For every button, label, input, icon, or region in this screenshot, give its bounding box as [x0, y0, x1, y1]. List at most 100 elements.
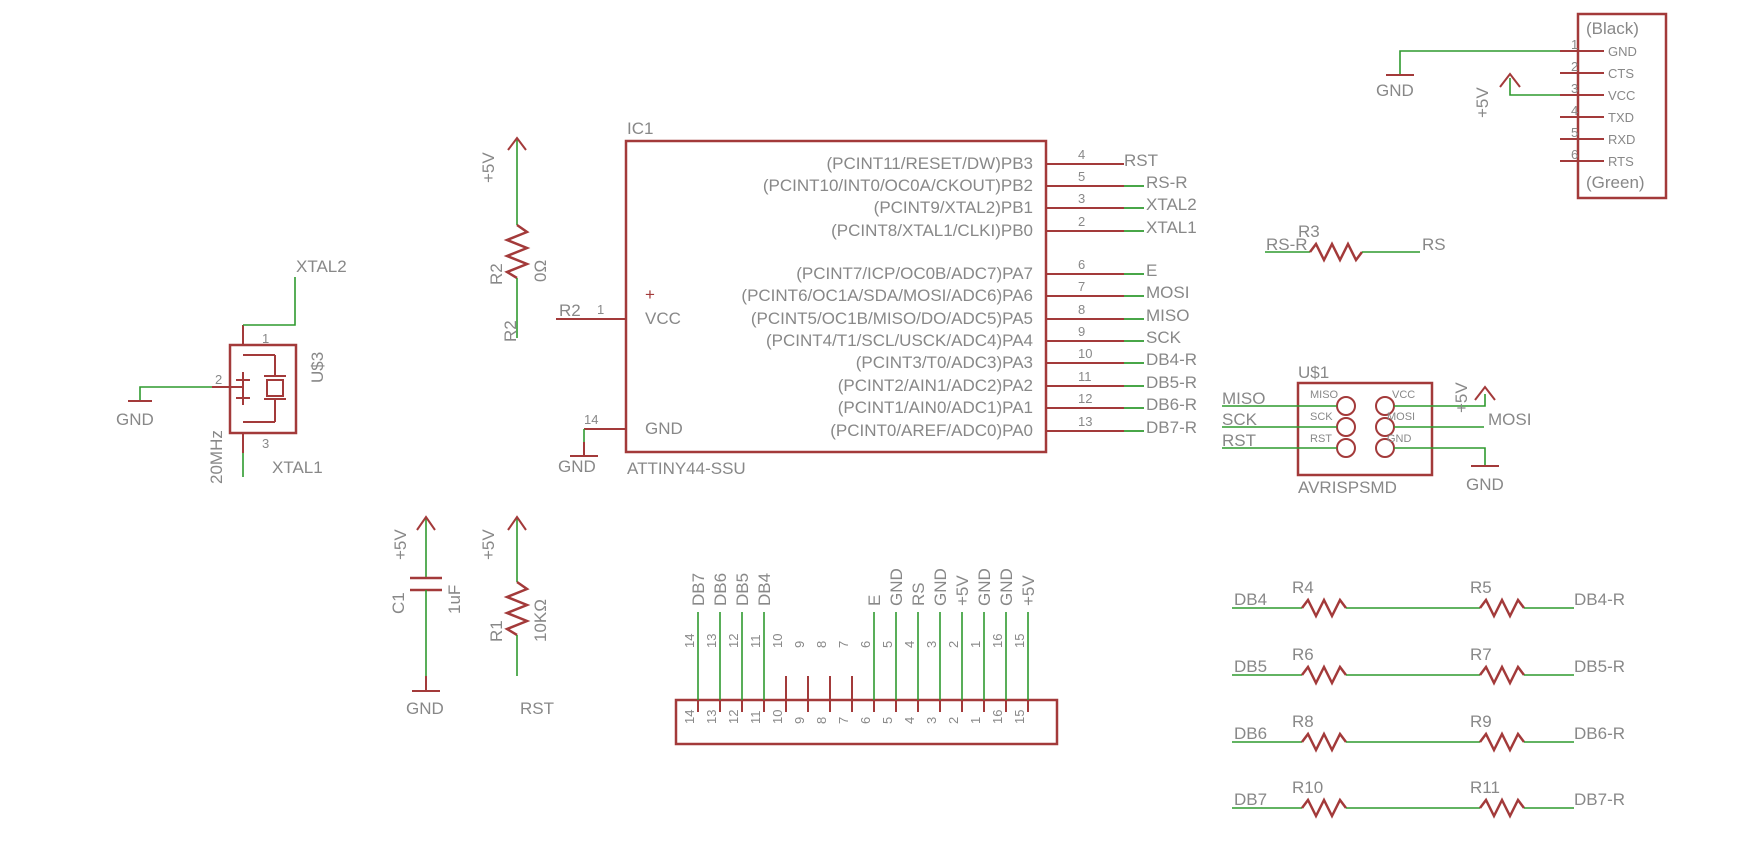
ftdi-gnd-net: GND: [1376, 81, 1414, 100]
net-label-xtal1: XTAL1: [272, 458, 323, 477]
pair-ref-a: R4: [1292, 578, 1314, 597]
ic1-vcc-pin-label: VCC: [645, 309, 681, 328]
lcd-pin-net-label: E: [865, 595, 884, 606]
ic1-pin-label: (PCINT9/XTAL2)PB1: [874, 198, 1033, 217]
supply-arrow: [1474, 385, 1496, 401]
ftdi-pin-number: 1: [1571, 37, 1578, 52]
ic1-pin-label: (PCINT1/AIN0/ADC1)PA1: [838, 398, 1033, 417]
ic1-pin-number: 6: [1078, 257, 1085, 272]
isp-pin-vcc: VCC: [1392, 389, 1415, 401]
ftdi-body: [1576, 12, 1668, 200]
ic1-pin-number: 5: [1078, 169, 1085, 184]
pair-right-net: DB7-R: [1574, 790, 1625, 809]
resistor-symbol: [1479, 797, 1525, 819]
pair-ref-b: R5: [1470, 578, 1492, 597]
ic1-pin-number: 12: [1078, 391, 1092, 406]
capacitor-c1[interactable]: +5V C1 1uF GND: [389, 515, 464, 718]
lcd-pin-number-bottom: 2: [946, 717, 961, 724]
supply-arrow: [507, 136, 527, 151]
crystal-pin1-number: 1: [262, 331, 269, 346]
c1-ref: C1: [389, 592, 408, 614]
pair-right-net: DB5-R: [1574, 657, 1625, 676]
lcd-pin-number-top: 15: [1012, 634, 1027, 648]
lcd-pin-net-label: GND: [997, 568, 1016, 606]
pair-ref-a: R6: [1292, 645, 1314, 664]
ic1-name: ATTINY44-SSU: [627, 459, 746, 478]
pair-ref-a: R10: [1292, 778, 1323, 797]
lcd-pin-number-bottom: 5: [880, 717, 895, 724]
r2-value: 0Ω: [531, 260, 550, 282]
lcd-pin-net-label: +5V: [1019, 575, 1038, 606]
lcd-pin-net-label: DB6: [711, 573, 730, 606]
lcd-pin-number-top: 9: [792, 641, 807, 648]
lcd-pin-number-bottom: 14: [682, 710, 697, 724]
resistor-symbol: [1301, 731, 1347, 753]
net-gnd-crystal: [139, 386, 212, 401]
isp-header-u1[interactable]: U$1 AVRISPSMD MISO SCK RST VCC MOSI GND: [1296, 363, 1434, 497]
r1-value: 10KΩ: [531, 599, 550, 642]
ic1-gnd-pin-label: GND: [645, 419, 683, 438]
ic1-pin-number: 8: [1078, 302, 1085, 317]
lcd-header[interactable]: 1414DB71313DB61212DB51111DB4101099887766…: [674, 568, 1059, 746]
resistor-symbol: [1479, 597, 1525, 619]
resistor-r1[interactable]: +5V R1 10KΩ RST: [479, 515, 554, 718]
ic1-pin-net-label: DB5-R: [1146, 373, 1197, 392]
ic1-attiny44[interactable]: IC1 ATTINY44-SSU VCC GND 1 14 R2 + (PCIN…: [556, 119, 1197, 478]
lcd-pin-number-top: 16: [990, 634, 1005, 648]
r3-ref: R3: [1298, 222, 1320, 241]
ic1-pin-label: (PCINT0/AREF/ADC0)PA0: [830, 421, 1033, 440]
pair-left-net: DB7: [1234, 790, 1267, 809]
lcd-pin-number-bottom: 16: [990, 710, 1005, 724]
ic1-pin-label: (PCINT8/XTAL1/CLKI)PB0: [831, 221, 1033, 240]
ic1-pin-net-label: RST: [1124, 151, 1158, 170]
ftdi-pin-number: 2: [1571, 59, 1578, 74]
isp-pin-miso: MISO: [1310, 389, 1339, 401]
ic1-ref: IC1: [627, 119, 653, 138]
ftdi-pin-name: CTS: [1608, 66, 1634, 81]
c1-value: 1uF: [445, 585, 464, 614]
ftdi-pin-number: 4: [1571, 103, 1578, 118]
lcd-pin-number-bottom: 3: [924, 717, 939, 724]
ftdi-pin-name: VCC: [1608, 88, 1635, 103]
ic1-pin-net-label: DB7-R: [1146, 418, 1197, 437]
ic1-pin-net-label: MISO: [1146, 306, 1189, 325]
pair-left-net: DB6: [1234, 724, 1267, 743]
r2-ref: R2: [487, 263, 506, 285]
pair-ref-a: R8: [1292, 712, 1314, 731]
net-label-xtal2: XTAL2: [296, 257, 347, 276]
crystal-u3[interactable]: 1 2 3 U$3 20MHz: [207, 325, 327, 484]
resistor-r3[interactable]: R3 RS-R RS: [1265, 222, 1446, 263]
ic1-pin-label: (PCINT11/RESET/DW)PB3: [826, 154, 1033, 173]
crystal-pin2-number: 2: [215, 372, 222, 387]
resistor-r2[interactable]: +5V R2 0Ω R2: [479, 136, 550, 342]
lcd-pin-number-top: 14: [682, 634, 697, 648]
lcd-pin-number-bottom: 7: [836, 717, 851, 724]
supply-arrow: [1499, 72, 1521, 88]
isp-pin-rst: RST: [1310, 433, 1332, 445]
ftdi-pin-name: RTS: [1608, 154, 1634, 169]
ic1-pin-label: (PCINT6/OC1A/SDA/MOSI/ADC6)PA6: [741, 286, 1033, 305]
ic1-pin-number: 7: [1078, 279, 1085, 294]
lcd-pin-net-label: GND: [887, 568, 906, 606]
r2-net-label: R2: [501, 320, 520, 342]
ic1-pin-label: (PCINT2/AIN1/ADC2)PA2: [838, 376, 1033, 395]
lcd-body: [674, 698, 1059, 746]
lcd-pin-net-label: DB5: [733, 573, 752, 606]
isp-net-miso: MISO: [1222, 389, 1265, 408]
isp-net-rst: RST: [1222, 431, 1256, 450]
ic1-pin-net-label: RS-R: [1146, 173, 1188, 192]
pair-ref-b: R11: [1470, 778, 1500, 797]
r3-right-net: RS: [1422, 235, 1446, 254]
resistor-symbol: [1479, 731, 1525, 753]
crystal-pin3-number: 3: [262, 436, 269, 451]
isp-pin-sck: SCK: [1310, 411, 1333, 423]
lcd-pin-number-top: 6: [858, 641, 873, 648]
